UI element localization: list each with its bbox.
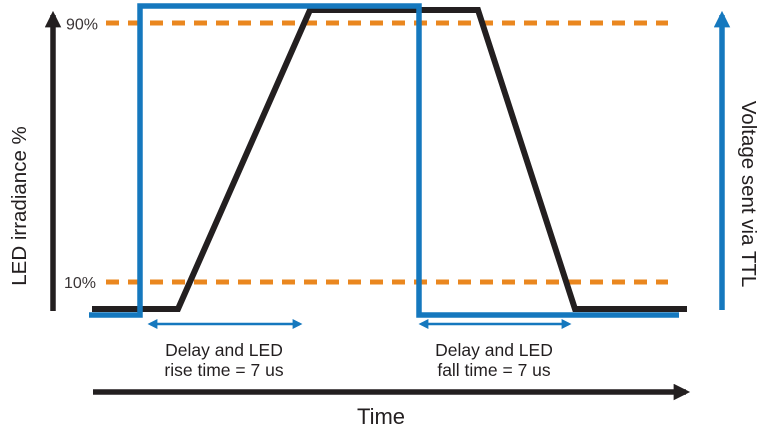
time-axis-title: Time [357, 404, 405, 429]
rise-annotation-line1: Delay and LED [165, 340, 283, 360]
threshold-90-label: 90% [66, 17, 98, 34]
ttl-voltage-waveform [89, 3, 679, 318]
led-irradiance-waveform [92, 7, 687, 312]
rise-annotation-line2: rise time = 7 us [164, 360, 283, 380]
fall-annotation-line2: fall time = 7 us [437, 360, 551, 380]
fall-annotation-line1: Delay and LED [435, 340, 553, 360]
threshold-10-label: 10% [64, 275, 96, 292]
left-axis-title: LED irradiance % [8, 126, 31, 286]
right-axis-title: Voltage sent via TTL [737, 101, 760, 288]
